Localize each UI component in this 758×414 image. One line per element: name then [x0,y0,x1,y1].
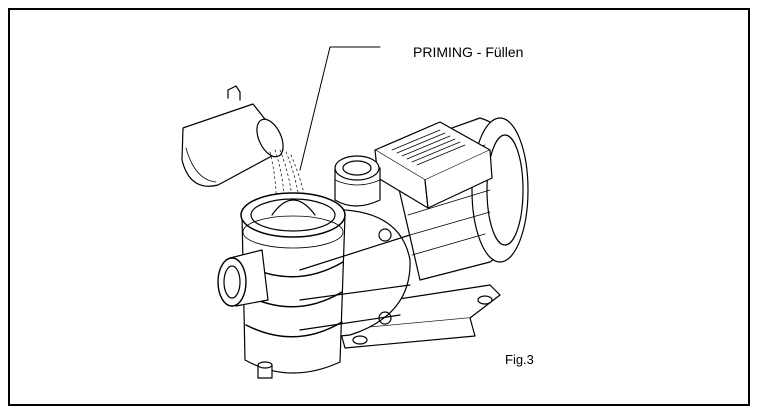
water-pitcher-icon [181,85,284,187]
inlet-port [217,249,269,307]
priming-label: PRIMING - Füllen [413,44,524,60]
drain-plug [257,361,273,379]
figure-caption: Fig.3 [505,352,534,367]
outlet-port [334,155,381,207]
terminal-box [374,121,493,209]
leader-line [299,46,381,171]
strainer-pot [240,192,411,374]
